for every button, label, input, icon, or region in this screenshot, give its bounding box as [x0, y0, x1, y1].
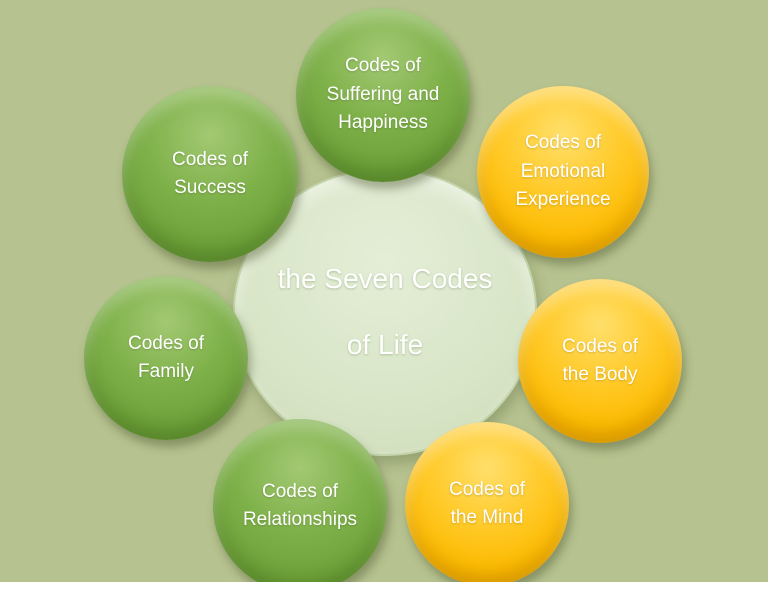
diagram-title-line2: of Life: [346, 329, 424, 360]
node-codes-of-emotional-experience: Codes of Emotional Experience: [477, 86, 649, 258]
node-codes-of-the-body: Codes of the Body: [518, 279, 682, 443]
node-label: Codes of Family: [127, 332, 205, 383]
node-label: Codes of Suffering and Happiness: [326, 55, 440, 134]
node-codes-of-success: Codes of Success: [122, 86, 298, 262]
node-codes-of-family: Codes of Family: [84, 276, 248, 440]
node-codes-of-suffering-and-happiness: Codes of Suffering and Happiness: [296, 8, 470, 182]
node-label: Codes of the Mind: [448, 478, 526, 529]
node-codes-of-the-mind: Codes of the Mind: [405, 422, 569, 586]
node-label: Codes of the Body: [561, 335, 639, 386]
node-label: Codes of Success: [171, 148, 249, 199]
diagram-title-line1: the Seven Codes: [277, 263, 493, 294]
bottom-strip: [0, 582, 768, 604]
node-label: Codes of Emotional Experience: [515, 132, 611, 211]
node-label: Codes of Relationships: [242, 480, 358, 531]
node-codes-of-relationships: Codes of Relationships: [213, 419, 387, 593]
